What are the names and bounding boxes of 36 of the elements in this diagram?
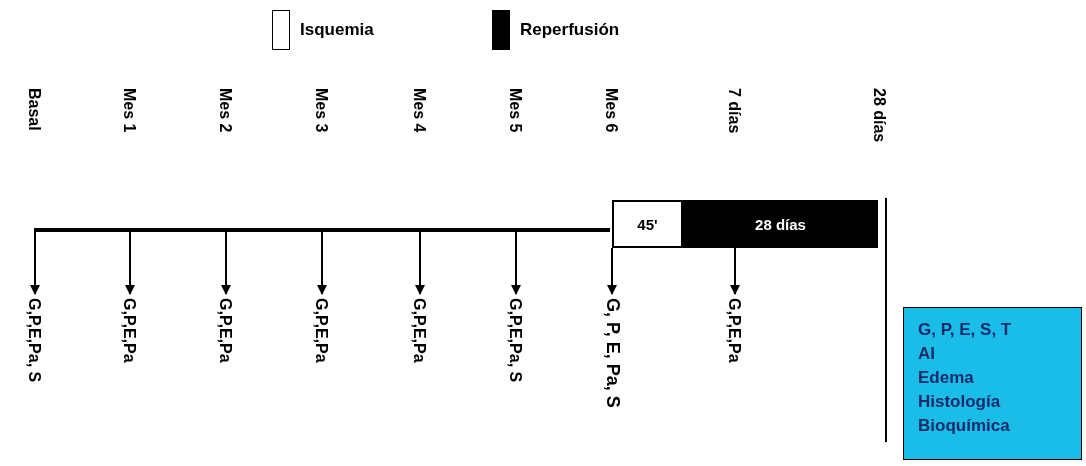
arrow: [415, 231, 425, 295]
arrow: [125, 231, 135, 295]
reperfusion-period-box: 28 días: [683, 200, 878, 248]
measurement-label: G,P,E,Pa, S: [506, 298, 524, 383]
time-point-label: Mes 1: [120, 88, 138, 133]
time-point-label: Mes 2: [216, 88, 234, 133]
legend-label: Isquemia: [300, 20, 374, 40]
results-text: Edema: [918, 367, 975, 389]
measurement-label: G,P,E,Pa: [410, 298, 428, 363]
arrow: [511, 231, 521, 295]
measurement-label: G,P,E,Pa: [120, 298, 138, 363]
measurement-label: G,P,E,Pa: [216, 298, 234, 363]
arrow: [317, 231, 327, 295]
results-text: Bioquímica: [918, 415, 1011, 437]
arrow: [221, 231, 231, 295]
arrow: [730, 247, 740, 295]
measurement-label: G, P, E, Pa, S: [602, 298, 623, 408]
legend-label: Reperfusión: [520, 20, 620, 40]
time-point-label: 7 días: [725, 88, 743, 134]
measurement-label: G,P,E,Pa: [725, 298, 743, 363]
measurement-label: G,P,E,Pa, S: [25, 298, 43, 383]
time-point-label: Basal: [25, 88, 43, 131]
time-point-label: 28 días: [870, 88, 888, 143]
measurement-label: G,P,E,Pa: [312, 298, 330, 363]
arrow: [30, 231, 40, 295]
results-text: AI: [918, 343, 936, 365]
results-text: G, P, E, S, T: [918, 319, 1013, 341]
arrow: [607, 247, 617, 295]
time-point-label: Mes 4: [410, 88, 428, 133]
timeline-bar: [34, 228, 610, 232]
results-text: Histología: [918, 391, 1002, 413]
time-point-label: Mes 3: [312, 88, 330, 133]
time-point-label: Mes 6: [602, 88, 620, 133]
ischemia-period-box: 45': [612, 200, 683, 248]
time-point-label: Mes 5: [506, 88, 524, 133]
results-box: [903, 307, 1082, 460]
